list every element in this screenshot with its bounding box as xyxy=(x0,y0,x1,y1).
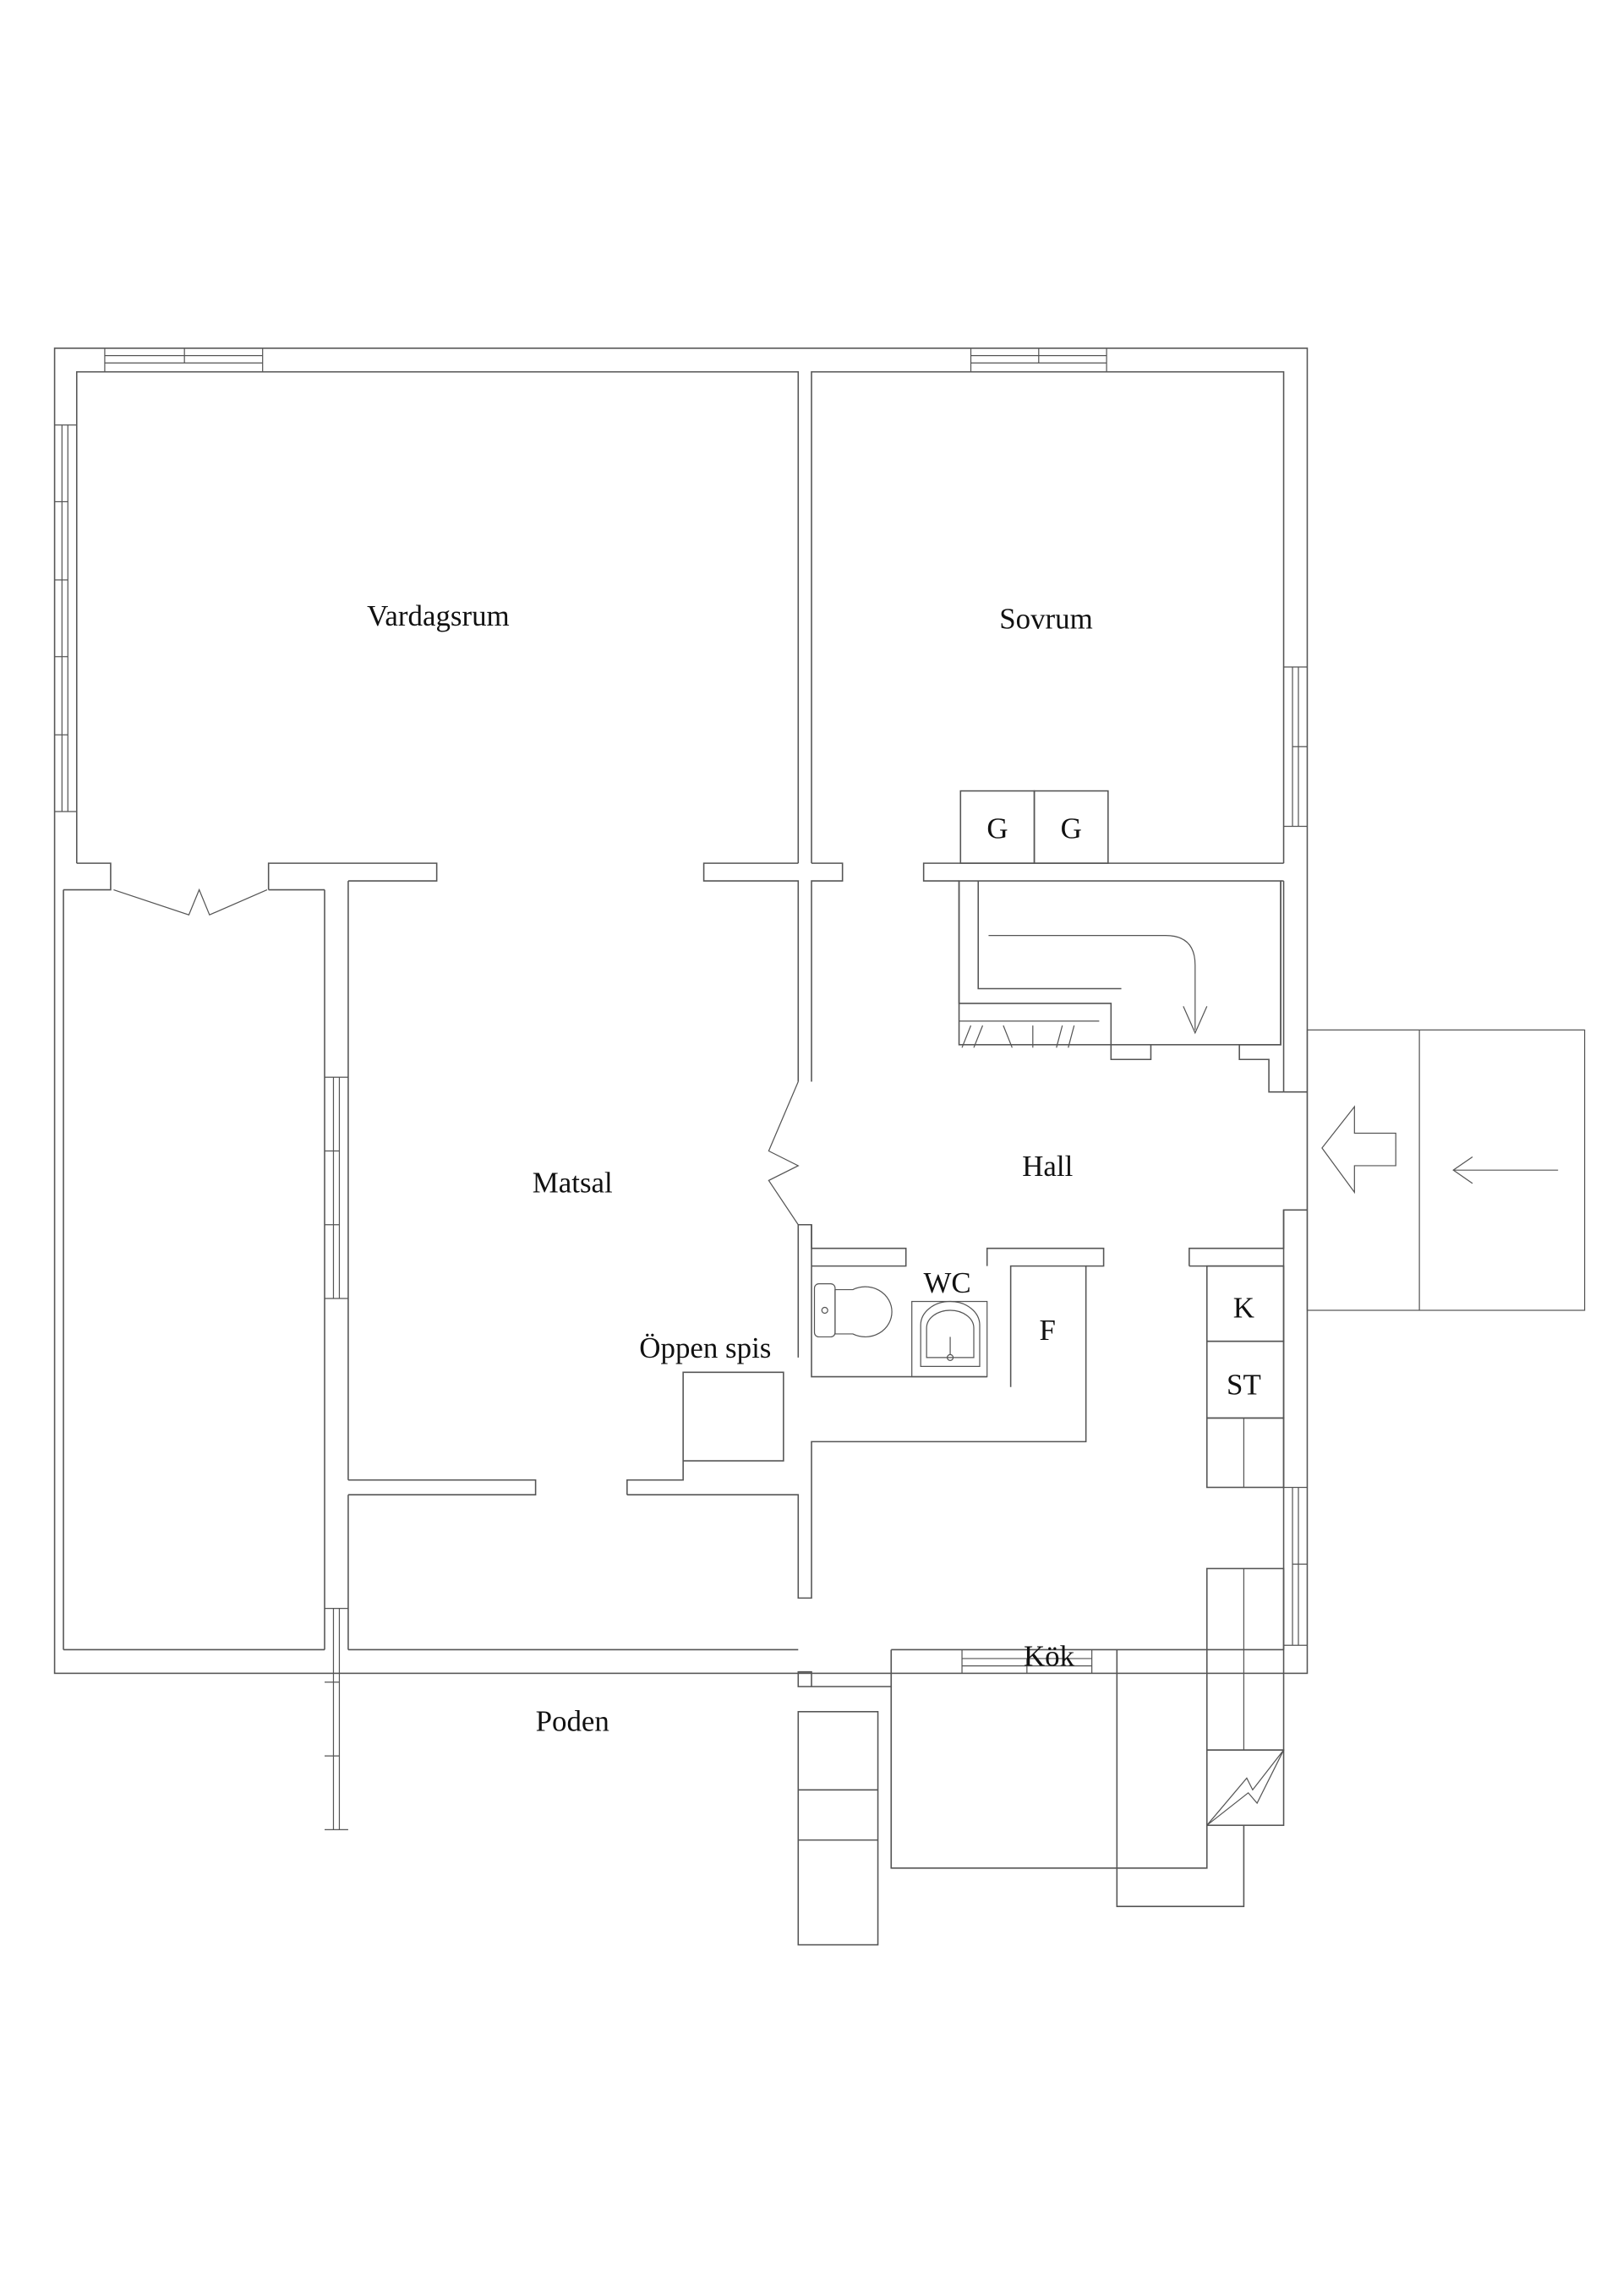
double-door xyxy=(113,888,268,916)
window-sovrum-right xyxy=(1283,666,1308,828)
chimney-icon xyxy=(1206,1749,1285,1826)
interior-walls xyxy=(63,862,1308,1599)
windows xyxy=(54,347,1308,1831)
room-label-sovrum: Sovrum xyxy=(999,603,1092,636)
room-label-vardagsrum: Vardagsrum xyxy=(367,599,510,632)
staircase xyxy=(958,880,1281,1061)
toilet-icon xyxy=(813,1282,893,1338)
window-vardagsrum-left xyxy=(54,424,77,812)
room-label-wc: WC xyxy=(923,1266,970,1299)
window-vardagsrum-top xyxy=(104,347,264,372)
wardrobe-label-2: G xyxy=(1061,812,1082,845)
window-sovrum-top xyxy=(970,347,1107,372)
wardrobe-label-1: G xyxy=(986,812,1008,845)
entrance-porch xyxy=(1306,1029,1586,1311)
entrance-arrow-icon xyxy=(1321,1105,1559,1194)
room-labels: Vardagsrum Sovrum Matsal Hall WC Öppen s… xyxy=(367,599,1093,1737)
outer-walls xyxy=(53,347,1309,1675)
room-label-matsal: Matsal xyxy=(533,1166,613,1199)
kitchen-fixtures: K ST F xyxy=(797,1265,1285,1946)
stove-label: ST xyxy=(1227,1368,1261,1401)
window-poden-left xyxy=(325,1607,348,1831)
folding-door xyxy=(768,1081,800,1226)
room-label-kok: Kök xyxy=(1024,1640,1075,1673)
window-kok-right xyxy=(1283,1486,1308,1646)
room-label-poden: Poden xyxy=(536,1704,609,1737)
fridge-label: K xyxy=(1233,1292,1254,1325)
window-matsal-left xyxy=(324,881,349,1650)
window-kok-bottom xyxy=(961,1649,1093,1674)
sink-icon xyxy=(920,1300,981,1367)
closet-label: F xyxy=(1040,1314,1056,1347)
room-label-oppen-spis: Öppen spis xyxy=(639,1331,771,1364)
wc-fixtures xyxy=(813,1282,988,1378)
stair-direction-arrow-icon xyxy=(988,935,1208,1035)
wardrobes: G G xyxy=(959,790,1109,864)
room-label-hall: Hall xyxy=(1022,1150,1073,1183)
